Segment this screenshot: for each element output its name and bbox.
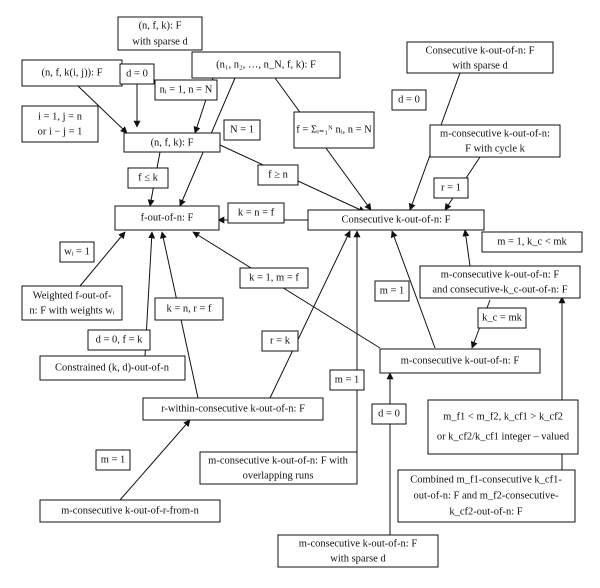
label-text: d = 0 <box>398 94 420 105</box>
node-text: m-consecutive k-out-of-n: <box>440 128 550 139</box>
node-text: (n, f, k): F <box>151 137 194 148</box>
label-text: m = 1 <box>335 374 360 385</box>
node-text: with sparse d <box>452 60 508 71</box>
label-f-ge-n: f ≥ n <box>257 164 299 186</box>
edge-weighted-to-f-out-of-n <box>79 231 126 287</box>
label-text: d = 0 <box>378 408 400 419</box>
node-text: F with cycle k <box>465 143 526 154</box>
node-text: with sparse d <box>330 553 386 564</box>
label-text: nᵢ = 1, n = N <box>160 84 213 95</box>
node-text: f-out-of-n: F <box>141 212 194 223</box>
label-m1-left: m = 1 <box>95 449 131 471</box>
node-text: (n₁, n₂, …, n_N, f, k): F <box>216 59 316 70</box>
label-text: r = 1 <box>441 182 461 193</box>
label-text: k = 1, m = f <box>249 272 299 283</box>
label-text: k = n = f <box>238 207 275 218</box>
node-text: and consecutive-k_c-out-of-n: F <box>432 284 567 295</box>
node-combined-mf-kcf: Combined m_f1-consecutive k_cf1- out-of-… <box>397 469 576 523</box>
node-text: Weighted f-out-of- <box>33 290 112 301</box>
node-m-consecutive: m-consecutive k-out-of-n: F <box>379 348 541 374</box>
label-i1-jn: i = 1, j = n or i − j = 1 <box>21 105 99 143</box>
label-k-eq-n-eq-f: k = n = f <box>227 202 285 224</box>
node-text: (n, f, k): F <box>139 20 182 31</box>
label-text: f ≤ k <box>138 172 159 183</box>
label-text: wᵢ = 1 <box>64 246 90 257</box>
node-text: m-consecutive k-out-of-n: F <box>299 538 418 549</box>
node-nfk-ij: (n, f, k(i, j)): F <box>21 59 123 87</box>
label-text: i = 1, j = n <box>38 111 83 122</box>
label-m1-lower: m = 1 <box>329 369 365 391</box>
node-text: k_cf2-out-of-n: F <box>449 506 522 517</box>
node-m-consecutive-and-kc: m-consecutive k-out-of-n: F and consecut… <box>419 265 581 299</box>
node-text: n: F with weights wᵢ <box>29 305 114 316</box>
node-m-consecutive-sparse-d: m-consecutive k-out-of-n: F with sparse … <box>277 534 439 568</box>
node-multi-n: (n₁, n₂, …, n_N, f, k): F <box>191 51 341 79</box>
label-wi1: wᵢ = 1 <box>59 241 95 263</box>
node-text: (n, f, k(i, j)): F <box>42 67 103 78</box>
label-kn-rf: k = n, r = f <box>154 297 224 321</box>
label-text: m = 1 <box>101 454 126 465</box>
label-d0-right: d = 0 <box>391 89 427 111</box>
label-text: d = 0 <box>126 68 148 79</box>
node-text: r-within-consecutive k-out-of-n: F <box>161 403 305 414</box>
node-text: or k_cf2/k_cf1 integer – valued <box>437 431 570 442</box>
node-text: m-consecutive k-out-of-n: F <box>401 355 520 366</box>
label-d0-top: d = 0 <box>119 63 155 85</box>
label-text: m = 1 <box>380 285 405 296</box>
label-text: d = 0, f = k <box>96 334 144 345</box>
node-text: m-consecutive k-out-of-r-from-n <box>61 505 199 516</box>
node-nfk: (n, f, k): F <box>123 132 221 153</box>
label-N1: N = 1 <box>223 119 261 141</box>
node-m-consecutive-r-from-n: m-consecutive k-out-of-r-from-n <box>39 499 221 523</box>
label-text: k = n, r = f <box>166 303 212 314</box>
label-d0-fk: d = 0, f = k <box>87 329 151 351</box>
label-rk: r = k <box>261 330 299 352</box>
label-text: m = 1, k_c < mk <box>497 236 567 247</box>
node-text: with sparse d <box>132 36 188 47</box>
label-k1-mf: k = 1, m = f <box>239 267 309 289</box>
edge-mcons-to-f-out-of-n <box>192 231 381 349</box>
node-consecutive-sparse-d: Consecutive k-out-of-n: F with sparse d <box>406 41 554 74</box>
node-mf-kcf-conditions: m_f1 < m_f2, k_cf1 > k_cf2 or k_cf2/k_cf… <box>427 399 579 455</box>
node-m-consecutive-overlapping: m-consecutive k-out-of-n: F with overlap… <box>199 451 358 485</box>
label-kc-mk: k_c = mk <box>477 307 527 329</box>
node-weighted-f-out-of-n: Weighted f-out-of- n: F with weights wᵢ <box>21 285 123 321</box>
edge-mcons-kc-to-consecutive <box>462 229 471 267</box>
node-f-out-of-n: f-out-of-n: F <box>114 205 220 231</box>
node-text: Consecutive k-out-of-n: F <box>341 214 450 225</box>
label-text: N = 1 <box>230 124 254 135</box>
label-text: k_c = mk <box>482 312 522 323</box>
node-text: m-consecutive k-out-of-n: F <box>441 269 560 280</box>
label-r1: r = 1 <box>433 177 469 199</box>
node-text: Combined m_f1-consecutive k_cf1- <box>410 474 562 485</box>
node-text: m_f1 < m_f2, k_cf1 > k_cf2 <box>443 411 563 422</box>
label-d0-lower: d = 0 <box>371 403 407 425</box>
node-consecutive: Consecutive k-out-of-n: F <box>307 209 485 231</box>
edge-r-within-to-consecutive <box>269 230 351 399</box>
edge-nfk-ij-to-nfk <box>77 85 128 134</box>
node-text: Constrained (k, d)-out-of-n <box>55 362 170 373</box>
label-f-sum: f = Σᵢ₌₁ᴺ nᵢ, n = N <box>293 111 375 149</box>
node-nfk-sparse-d: (n, f, k): F with sparse d <box>117 16 203 51</box>
node-text: overlapping runs <box>243 470 314 481</box>
node-m-consecutive-cycle-k: m-consecutive k-out-of-n: F with cycle k <box>429 124 561 158</box>
label-text: f = Σᵢ₌₁ᴺ nᵢ, n = N <box>296 124 372 135</box>
label-ni1-nN: nᵢ = 1, n = N <box>154 79 218 101</box>
node-text: out-of-n: F and m_f2-consecutive- <box>414 490 559 501</box>
label-text: f ≥ n <box>268 169 289 180</box>
edge-mcons-to-consecutive <box>390 230 436 349</box>
label-text: r = k <box>270 335 291 346</box>
node-constrained-kd: Constrained (k, d)-out-of-n <box>39 355 186 381</box>
node-text: m-consecutive k-out-of-n: F with <box>208 455 348 466</box>
edge-r-from-n-to-r-within <box>119 419 191 501</box>
label-m1-kc-lt-mk: m = 1, k_c < mk <box>481 231 583 253</box>
node-r-within-consecutive: r-within-consecutive k-out-of-n: F <box>142 397 324 421</box>
node-text: Consecutive k-out-of-n: F <box>425 45 534 56</box>
label-f-le-k: f ≤ k <box>127 167 169 189</box>
label-text: or i − j = 1 <box>38 126 83 137</box>
label-m1-center: m = 1 <box>374 280 410 302</box>
